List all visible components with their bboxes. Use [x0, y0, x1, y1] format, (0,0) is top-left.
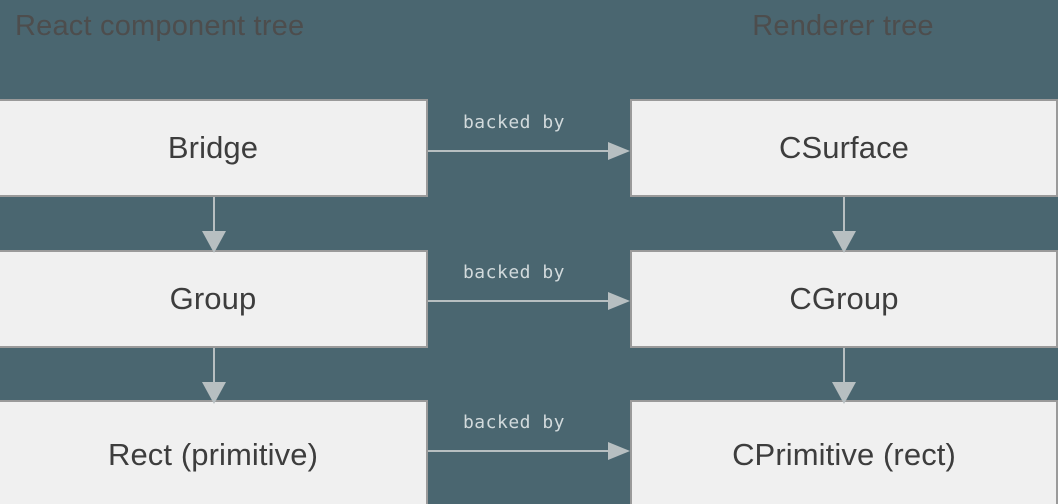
backed-by-label: backed by: [462, 112, 566, 133]
arrow-right-icon: [608, 142, 630, 160]
backed-by-connector-bridge-csurface: backed by: [428, 112, 630, 164]
arrow-down-icon: [832, 382, 856, 404]
node-label: CGroup: [789, 280, 899, 316]
child-connector-csurface-cgroup: [832, 197, 856, 253]
arrow-down-icon: [832, 231, 856, 253]
node-bridge: Bridge: [0, 99, 428, 197]
connector-line: [213, 348, 215, 388]
left-column-title: React component tree: [15, 10, 305, 42]
arrow-down-icon: [202, 231, 226, 253]
backed-by-connector-rect-cprimitive: backed by: [428, 412, 630, 464]
connector-line: [428, 150, 610, 152]
node-cgroup: CGroup: [630, 250, 1058, 348]
node-cprimitive-rect: CPrimitive (rect): [630, 400, 1058, 504]
node-rect-primitive: Rect (primitive): [0, 400, 428, 504]
node-label: CPrimitive (rect): [732, 436, 956, 472]
node-csurface: CSurface: [630, 99, 1058, 197]
node-label: Rect (primitive): [107, 436, 318, 472]
backed-by-label: backed by: [462, 262, 566, 283]
node-label: CSurface: [778, 129, 910, 165]
node-label: Group: [169, 280, 257, 316]
backed-by-connector-group-cgroup: backed by: [428, 262, 630, 314]
connector-line: [428, 300, 610, 302]
arrow-down-icon: [202, 382, 226, 404]
backed-by-label: backed by: [462, 412, 566, 433]
child-connector-cgroup-cprimitive: [832, 348, 856, 404]
connector-line: [843, 197, 845, 237]
arrow-right-icon: [608, 292, 630, 310]
child-connector-group-rect: [202, 348, 226, 404]
node-group: Group: [0, 250, 428, 348]
connector-line: [213, 197, 215, 237]
right-column-title: Renderer tree: [752, 10, 934, 42]
arrow-right-icon: [608, 442, 630, 460]
node-label: Bridge: [167, 129, 259, 165]
connector-line: [428, 450, 610, 452]
child-connector-bridge-group: [202, 197, 226, 253]
connector-line: [843, 348, 845, 388]
